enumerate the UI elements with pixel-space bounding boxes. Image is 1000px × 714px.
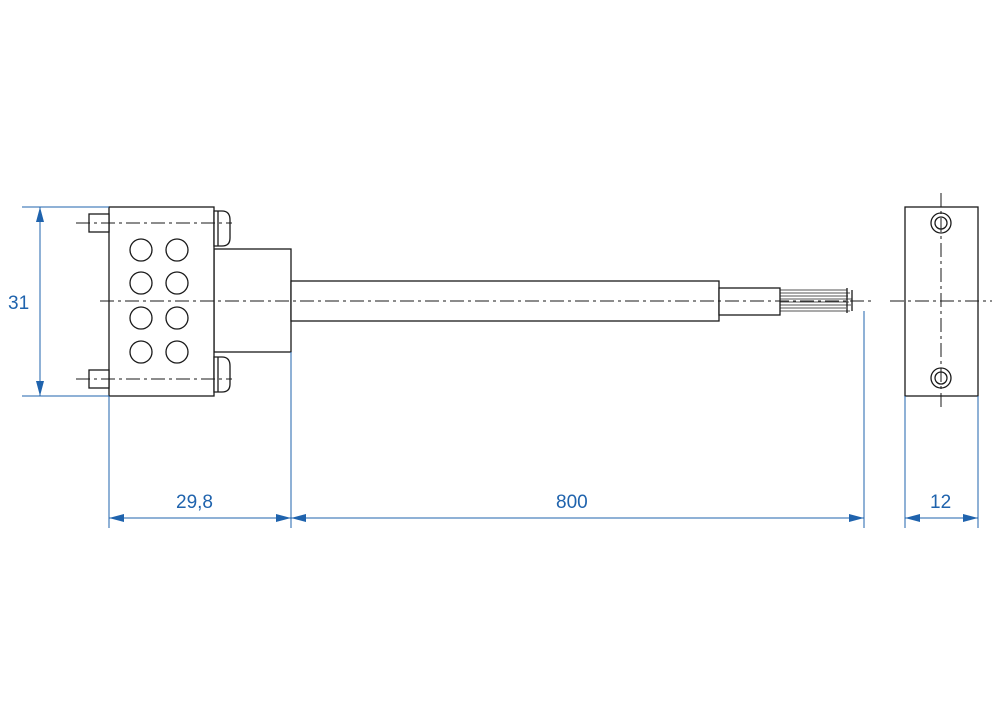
cable-wires	[780, 288, 853, 313]
dimension-cable-length-label: 800	[556, 492, 588, 513]
dimension-connector-length-label: 29,8	[176, 492, 213, 513]
dimension-height: 31	[8, 206, 109, 397]
pin	[129, 271, 153, 295]
extension-lines	[108, 311, 979, 528]
pin	[165, 271, 189, 295]
arrow-right	[963, 514, 978, 522]
connector-side-view	[76, 206, 292, 397]
dimension-height-label: 31	[8, 293, 29, 314]
arrow-up	[36, 207, 44, 222]
pin	[165, 340, 189, 364]
connector-end-view	[890, 193, 992, 410]
pin	[165, 306, 189, 330]
pin	[129, 340, 153, 364]
dimension-end-width: 12	[905, 492, 978, 522]
pin	[129, 238, 153, 262]
arrow-left	[291, 514, 306, 522]
dimension-connector-length: 29,8	[109, 492, 291, 522]
dimension-end-width-label: 12	[930, 492, 951, 513]
pin	[129, 306, 153, 330]
arrow-left	[109, 514, 124, 522]
arrow-right	[849, 514, 864, 522]
dimension-cable-length: 800	[291, 492, 864, 522]
arrow-left	[905, 514, 920, 522]
connector-pins	[129, 238, 189, 364]
top-screw	[88, 210, 231, 247]
arrow-right	[276, 514, 291, 522]
pin	[165, 238, 189, 262]
arrow-down	[36, 381, 44, 396]
